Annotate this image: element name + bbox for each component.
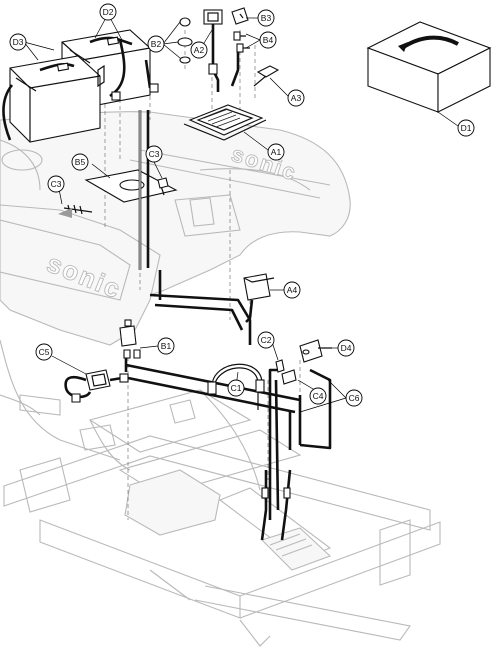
callout-label: B2 bbox=[151, 39, 162, 49]
callout-c3-lower: C3 bbox=[47, 175, 65, 193]
battery-front bbox=[9, 55, 101, 143]
callout-label: C3 bbox=[149, 149, 160, 159]
callout-b1: B1 bbox=[157, 337, 175, 355]
callout-label: D4 bbox=[341, 343, 352, 353]
callout-b2: B2 bbox=[147, 35, 165, 53]
callout-label: A2 bbox=[194, 45, 205, 55]
callout-c3-upper: C3 bbox=[145, 145, 163, 163]
battery-harness bbox=[2, 36, 159, 141]
harness-loop-c1 bbox=[207, 363, 265, 410]
callout-label: B3 bbox=[261, 13, 272, 23]
callout-label: C3 bbox=[51, 179, 62, 189]
callout-c6: C6 bbox=[345, 389, 363, 407]
hardware-c3 bbox=[58, 177, 169, 218]
key-a3 bbox=[253, 65, 280, 87]
mount-plate-b5 bbox=[84, 169, 178, 203]
callout-c4: C4 bbox=[309, 387, 327, 405]
battery-box-d1 bbox=[366, 21, 492, 113]
callout-b3: B3 bbox=[257, 9, 275, 27]
terminal-fuses-b4 bbox=[230, 31, 250, 87]
callout-d2: D2 bbox=[99, 3, 117, 21]
callout-a2: A2 bbox=[190, 41, 208, 59]
callout-label: C4 bbox=[313, 391, 324, 401]
callout-d4: D4 bbox=[337, 339, 355, 357]
base-frame bbox=[3, 389, 441, 647]
callout-label: B4 bbox=[263, 35, 274, 45]
callout-b4: B4 bbox=[259, 31, 277, 49]
charger-plug-c5 bbox=[64, 369, 129, 403]
callout-b5: B5 bbox=[71, 153, 89, 171]
callout-a1: A1 bbox=[267, 143, 285, 161]
callout-c2: C2 bbox=[257, 331, 275, 349]
circuit-breaker-b3 bbox=[231, 7, 249, 25]
callout-label: B5 bbox=[75, 157, 86, 167]
callout-label: C5 bbox=[39, 347, 50, 357]
callout-c5: C5 bbox=[35, 343, 53, 361]
callout-label: C6 bbox=[349, 393, 360, 403]
callout-label: D1 bbox=[461, 123, 472, 133]
callout-label: A4 bbox=[287, 285, 298, 295]
leader-lines bbox=[23, 13, 459, 413]
callout-label: D2 bbox=[103, 7, 114, 17]
callout-a3: A3 bbox=[287, 89, 305, 107]
callout-d3: D3 bbox=[9, 33, 27, 51]
callout-label: C2 bbox=[261, 335, 272, 345]
foot-plate bbox=[260, 469, 332, 571]
callout-label: B1 bbox=[161, 341, 172, 351]
callout-label: C1 bbox=[231, 383, 242, 393]
callout-c1: C1 bbox=[227, 379, 245, 397]
tiller-body: sonic bbox=[0, 139, 161, 461]
switch-plate-d4 bbox=[299, 339, 332, 363]
connector-c2 bbox=[275, 359, 297, 385]
key-switch-b2 bbox=[177, 17, 193, 64]
connector-module-a4 bbox=[243, 273, 275, 323]
callout-label: D3 bbox=[13, 37, 24, 47]
relay-module-b1 bbox=[119, 319, 141, 359]
callout-label: A3 bbox=[291, 93, 302, 103]
callout-d1: D1 bbox=[457, 119, 475, 137]
callout-label: A1 bbox=[271, 147, 282, 157]
control-panel-a1 bbox=[183, 104, 267, 141]
charger-port-a2 bbox=[203, 9, 223, 92]
drive-components bbox=[0, 389, 261, 536]
callout-a4: A4 bbox=[283, 281, 301, 299]
